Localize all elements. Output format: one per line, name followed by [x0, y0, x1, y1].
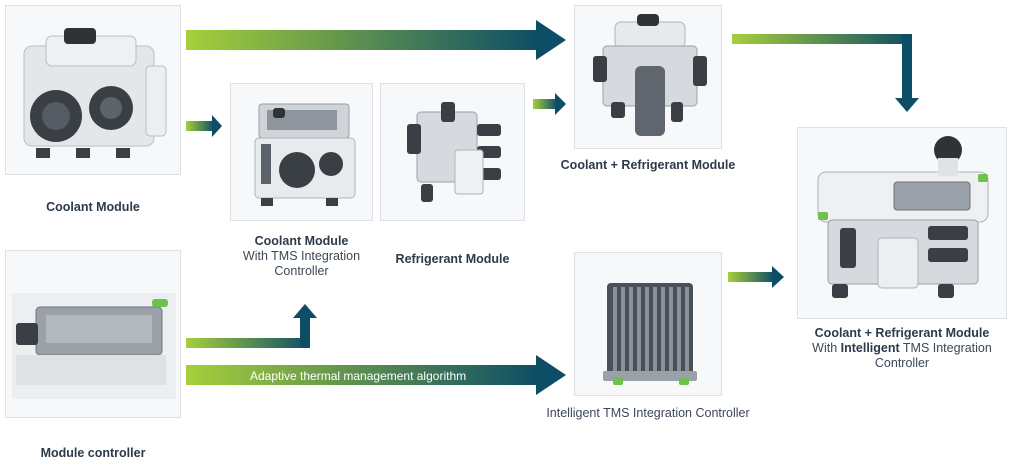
coolant-module-image: [5, 5, 181, 175]
refrigerant-image: [380, 83, 525, 221]
refrigerant-label: Refrigerant Module: [395, 252, 510, 266]
intelligent-controller-image: [574, 252, 722, 396]
final-module-label: Coolant + Refrigerant Module With Intell…: [812, 326, 992, 370]
module-controller-label: Module controller: [40, 446, 146, 460]
arrow-controller-up: [186, 304, 317, 348]
coolant-module-label: Coolant Module: [46, 200, 140, 214]
final-module-image: [797, 127, 1007, 319]
arrow-algorithm: [186, 355, 566, 395]
coolant-refrigerant-image: [574, 5, 722, 149]
coolant-refrigerant-label: Coolant + Refrigerant Module: [560, 158, 736, 172]
coolant-module-illustration: [23, 28, 167, 158]
arrow-intelligent-to-final: [728, 266, 784, 288]
refrigerant-illustration: [407, 102, 501, 202]
module-controller-illustration: [12, 293, 176, 399]
coolant-tms-illustration: [254, 103, 356, 206]
arrow-coolant-to-combined: [186, 20, 566, 60]
arrow-coolant-to-tms: [186, 115, 222, 137]
arrow-refrigerant-to-combined: [533, 93, 566, 115]
algorithm-label: Adaptive thermal management algorithm: [250, 369, 467, 383]
coolant-refrigerant-illustration: [593, 14, 707, 136]
coolant-tms-label: Coolant Module With TMS Integration Cont…: [242, 234, 361, 278]
intelligent-controller-label: Intelligent TMS Integration Controller: [546, 406, 750, 420]
final-module-illustration: [817, 136, 989, 298]
arrow-combined-to-final: [732, 34, 919, 112]
module-controller-image: [5, 250, 181, 418]
coolant-tms-image: [230, 83, 373, 221]
intelligent-controller-illustration: [603, 283, 697, 385]
